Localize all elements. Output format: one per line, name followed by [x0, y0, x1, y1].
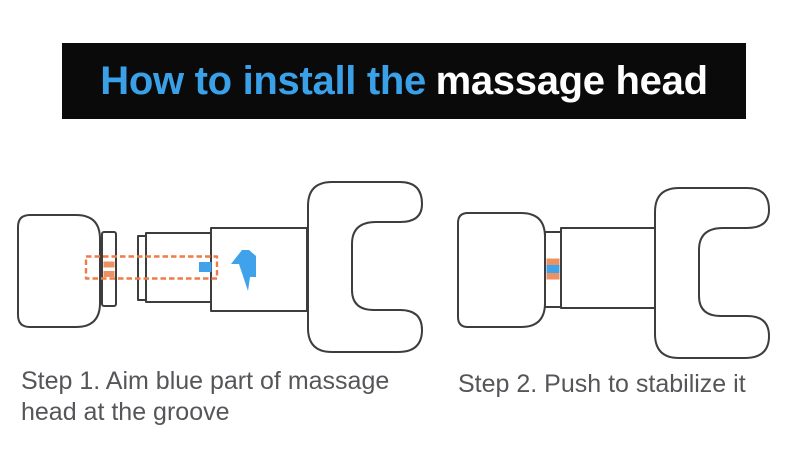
title-highlight: How to install the — [100, 58, 426, 103]
massage-gun-body — [17, 214, 101, 328]
caption-line: Step 1. Aim blue part of massage — [21, 367, 390, 395]
caption-line: head at the groove — [21, 398, 230, 426]
title-rest: massage head — [435, 58, 708, 103]
locked-stripe-orange-bottom — [546, 273, 560, 280]
step2-diagram — [457, 187, 770, 359]
groove-mark-top — [103, 261, 115, 268]
locked-stripe-orange-top — [546, 258, 560, 265]
head-neck — [560, 227, 656, 309]
step2-caption: Step 2. Push to stabilize it — [458, 369, 788, 400]
blue-align-tab — [199, 262, 212, 272]
gun-socket-collar — [101, 231, 117, 307]
blue-push-arrow-icon — [231, 250, 256, 291]
groove-mark-bottom — [103, 271, 115, 277]
head-end-cap — [137, 235, 147, 301]
head-neck — [210, 227, 308, 312]
locked-stripe-blue — [546, 265, 560, 273]
massage-gun-body — [457, 212, 546, 328]
caption-line: Step 2. Push to stabilize it — [458, 370, 746, 398]
fork-massage-head — [654, 187, 770, 359]
step1-diagram — [17, 181, 423, 353]
title-banner: How to install the massage head — [62, 43, 746, 119]
step1-caption: Step 1. Aim blue part of massage head at… — [21, 366, 451, 428]
fork-massage-head — [307, 181, 423, 353]
